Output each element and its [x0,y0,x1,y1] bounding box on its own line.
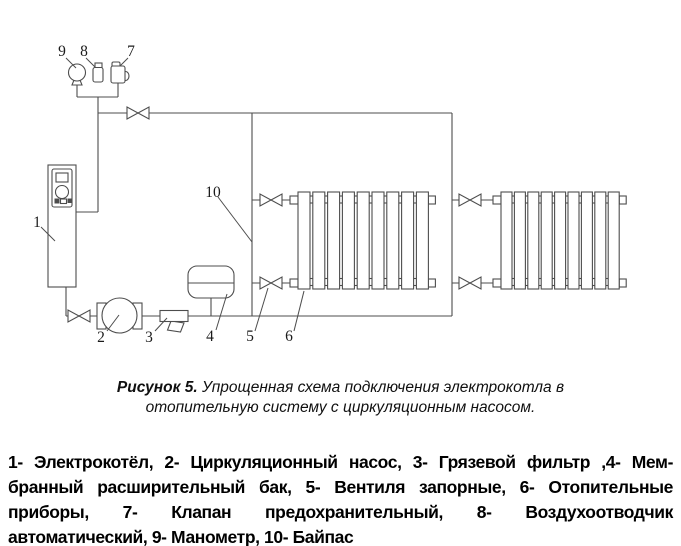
legend: 1- Электрокотёл, 2- Циркуляционный насос… [0,450,681,546]
boiler-button-left [54,198,60,204]
radiator-section [386,191,400,290]
schematic-diagram: 1 2 3 4 5 6 7 8 9 10 [33,43,627,346]
leader-7 [119,57,129,67]
valve-rad2-top-icon [458,193,482,207]
valve-rad1-bottom-icon [259,276,283,290]
callout-boiler: 1 [33,214,41,231]
radiator-stub [618,195,627,205]
radiator-section [371,191,385,290]
boiler [47,164,77,288]
callout-valves: 5 [246,328,254,345]
radiator-2 [492,191,627,290]
filter-trap [166,320,185,333]
radiator-stub [427,195,436,205]
leader-5 [254,287,269,332]
callout-bypass: 10 [205,184,221,201]
radiator-section [415,191,429,290]
boiler-knob [54,184,70,200]
callout-air-vent: 8 [80,43,88,60]
callout-tank: 4 [206,328,214,345]
callout-safety-valve: 7 [127,43,135,60]
radiator-stub [492,195,502,205]
leader-4 [215,293,228,331]
radiator-1 [289,191,436,290]
legend-line-2: бранный расширительный бак, 5- Вентиля з… [8,477,673,497]
safety-valve-icon [110,65,126,84]
leader-8 [85,57,96,68]
radiator-section [607,191,620,290]
figure-caption-line2: отопительную систему с циркуляционным на… [145,399,536,416]
callout-leaders [40,57,305,332]
radiator-stub [618,278,627,288]
air-vent-icon [92,66,104,83]
legend-line-1: 1- Электрокотёл, 2- Циркуляционный насос… [8,452,673,472]
pump-group [96,297,143,334]
expansion-tank [187,265,235,299]
radiator-section [500,191,513,290]
boiler-display [55,172,69,183]
radiator-section [327,191,341,290]
boiler-button-mid [59,198,68,205]
legend-line-3: приборы, 7- Клапан предохранительный, 8-… [8,502,673,522]
radiator-stub [289,278,299,288]
valve-rad2-bottom-icon [458,276,482,290]
radiator-stub [289,195,299,205]
radiator-section [527,191,540,290]
leader-10 [217,196,253,243]
valves [67,106,482,323]
radiator-section [356,191,370,290]
radiator-section [567,191,580,290]
radiator-section [540,191,553,290]
figure-title: Упрощенная схема подключения электрокотл… [202,379,565,396]
leader-9 [65,57,77,69]
figure-number: Рисунок 5. [116,379,198,396]
leader-3 [154,317,168,332]
radiator-stub [492,278,502,288]
valve-supply-icon [126,106,150,120]
valve-return-icon [67,309,91,323]
radiator-section [401,191,415,290]
callout-labels: 1 2 3 4 5 6 7 8 9 10 [33,43,293,346]
radiator-section [297,191,311,290]
radiator-section [312,191,326,290]
figure-caption: Рисунок 5. Упрощенная схема подключения … [0,378,681,418]
radiator-stub [427,278,436,288]
tank-body [187,265,235,299]
callout-manometer: 9 [58,43,66,60]
radiator-section [594,191,607,290]
legend-line-4: автоматический, 9- Манометр, 10- Байпас [8,527,354,546]
callout-filter: 3 [145,329,153,346]
pump-icon [101,297,138,334]
callout-radiator: 6 [285,328,293,345]
manometer-icon [67,63,87,82]
radiator-section [580,191,593,290]
leader-2 [106,314,120,332]
radiator-section [513,191,526,290]
radiator-section [554,191,567,290]
boiler-button-right [67,198,72,203]
radiator-section [341,191,355,290]
callout-pump: 2 [97,329,105,346]
filter-body [159,309,189,323]
leader-6 [293,290,305,332]
dirt-filter [159,309,189,333]
valve-rad1-top-icon [259,193,283,207]
safety-group [67,61,130,86]
leader-1 [40,226,56,242]
figure-caption-line1: Рисунок 5. Упрощенная схема подключения … [0,378,681,398]
